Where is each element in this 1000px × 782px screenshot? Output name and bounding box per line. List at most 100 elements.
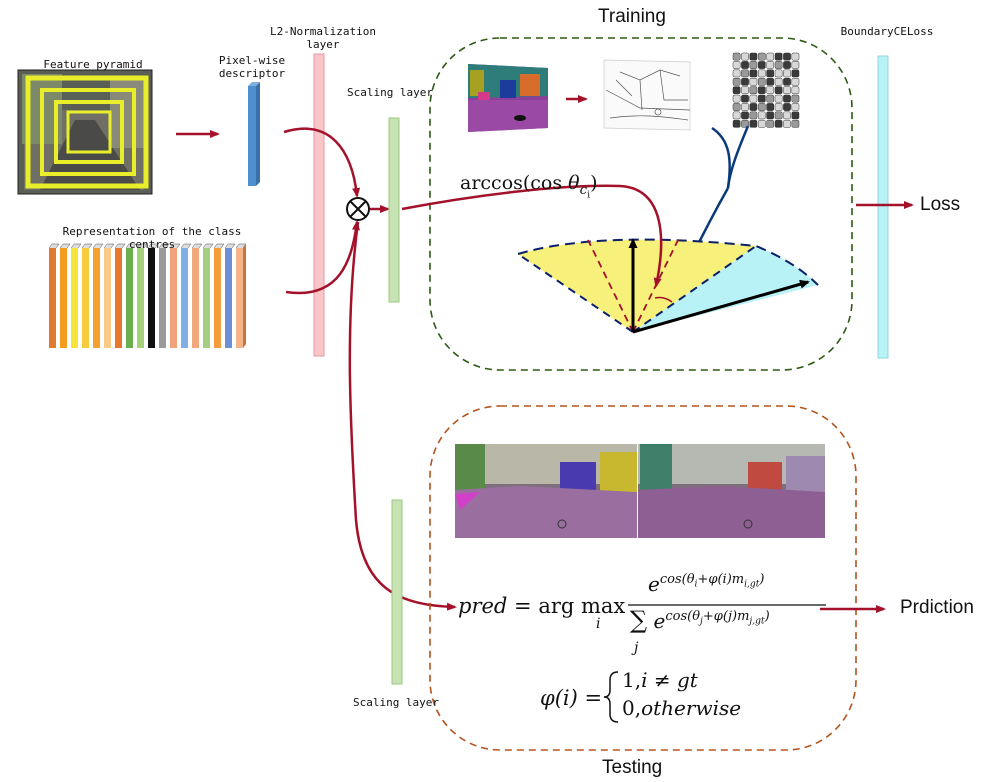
grid-cell xyxy=(732,69,741,78)
pred-formula-argmax-sub: i xyxy=(596,616,601,632)
grid-cell xyxy=(749,61,758,69)
arrow-blue-fork-right xyxy=(726,125,750,189)
feature-pyramid-image xyxy=(17,69,153,195)
grid-cell xyxy=(741,111,749,120)
grid-cell xyxy=(774,103,783,111)
grid-cell xyxy=(757,111,766,120)
phi-case-2: 0,otherwise xyxy=(622,696,742,720)
grid-cell xyxy=(732,52,741,61)
grid-cell xyxy=(791,94,800,103)
grid-cell xyxy=(741,94,749,103)
grid-cell xyxy=(757,77,766,86)
testing-panel xyxy=(429,405,857,751)
grid-cell xyxy=(766,86,775,95)
grid-cell xyxy=(783,61,791,69)
grid-cell xyxy=(791,77,800,86)
grid-cell xyxy=(766,119,775,128)
loss-bar xyxy=(877,55,889,359)
angle-sector-diagram xyxy=(517,235,819,334)
scaling-bar-top xyxy=(388,117,400,303)
grid-cell xyxy=(732,94,741,103)
grid-cell xyxy=(783,52,791,61)
grid-cell xyxy=(757,52,766,61)
grid-cell xyxy=(741,61,749,69)
scaling-bar-bottom xyxy=(391,499,403,685)
scaling-layer-top-label: Scaling layer xyxy=(346,86,434,99)
grid-cell xyxy=(791,52,800,61)
grid-cell xyxy=(791,61,800,69)
grid-cell xyxy=(774,61,783,69)
grid-cell xyxy=(749,69,758,78)
testing-title: Testing xyxy=(602,757,663,778)
grid-cell xyxy=(774,111,783,120)
l2-normalization-label: L2-Normalization layer xyxy=(270,25,376,51)
arrow-scaling-to-angle xyxy=(401,184,663,288)
grid-cell xyxy=(757,61,766,69)
arrow-descriptor-to-multiply xyxy=(283,127,361,198)
grid-cell xyxy=(741,103,749,111)
grid-cell xyxy=(766,61,775,69)
phi-case-1: 1,i ≠ gt xyxy=(622,668,698,692)
pred-formula-sum-sub: j xyxy=(634,640,639,656)
phi-formula-lhs: φ(i) = xyxy=(540,686,603,710)
pixel-wise-descriptor-bar xyxy=(248,82,260,186)
grid-cell xyxy=(774,119,783,128)
grid-cell xyxy=(732,103,741,111)
grid-cell xyxy=(766,77,775,86)
grid-cell xyxy=(783,103,791,111)
grid-cell xyxy=(783,86,791,95)
grid-cell xyxy=(757,103,766,111)
grid-cell xyxy=(757,86,766,95)
grid-cell xyxy=(774,69,783,78)
grid-cell xyxy=(741,52,749,61)
grid-cell xyxy=(791,119,800,128)
grid-cell xyxy=(749,86,758,95)
pred-formula-denominator: ∑ ecos(θj+φ(j)mj,gt) xyxy=(630,606,770,634)
grid-cell xyxy=(766,111,775,120)
grid-cell xyxy=(732,61,741,69)
multiply-node xyxy=(346,197,370,221)
grid-cell xyxy=(749,52,758,61)
grid-cell xyxy=(791,69,800,78)
grid-cell xyxy=(749,77,758,86)
grid-cell xyxy=(749,119,758,128)
boundary-thumbnail xyxy=(603,59,691,131)
grid-cell xyxy=(757,69,766,78)
arrow-blue-fork-left xyxy=(711,126,731,189)
pred-formula-lhs: pred = arg max xyxy=(458,594,626,618)
grid-cell xyxy=(732,119,741,128)
grid-cell xyxy=(757,94,766,103)
testing-image-left xyxy=(455,444,637,538)
grid-cell xyxy=(732,111,741,120)
grid-cell xyxy=(766,103,775,111)
loss-label: Loss xyxy=(920,194,961,215)
pred-formula-numerator: ecos(θi+φ(i)mi,gt) xyxy=(648,572,765,596)
grid-cell xyxy=(732,86,741,95)
grid-cell xyxy=(749,111,758,120)
prediction-label: Prdiction xyxy=(900,597,974,618)
grid-cell xyxy=(783,94,791,103)
class-centre-bars xyxy=(48,243,247,348)
pixel-wise-descriptor-label: Pixel-wise descriptor xyxy=(218,54,286,80)
grid-cell xyxy=(741,69,749,78)
l2-normalization-bar xyxy=(313,53,325,357)
grid-cell xyxy=(741,86,749,95)
grid-cell xyxy=(749,103,758,111)
grid-cell xyxy=(741,119,749,128)
grid-cell xyxy=(741,77,749,86)
scaling-layer-bottom-label: Scaling layer xyxy=(352,696,440,709)
grid-cell xyxy=(783,119,791,128)
grid-cell xyxy=(774,94,783,103)
grid-cell xyxy=(766,94,775,103)
feature-pyramid-label: Feature pyramid xyxy=(43,58,143,71)
grid-cell xyxy=(732,77,741,86)
grid-cell xyxy=(783,69,791,78)
grid-cell xyxy=(774,86,783,95)
grid-cell xyxy=(774,52,783,61)
grid-cell xyxy=(766,69,775,78)
grid-cell xyxy=(749,94,758,103)
training-title: Training xyxy=(598,6,666,27)
grid-cell xyxy=(757,119,766,128)
grid-cell xyxy=(766,52,775,61)
